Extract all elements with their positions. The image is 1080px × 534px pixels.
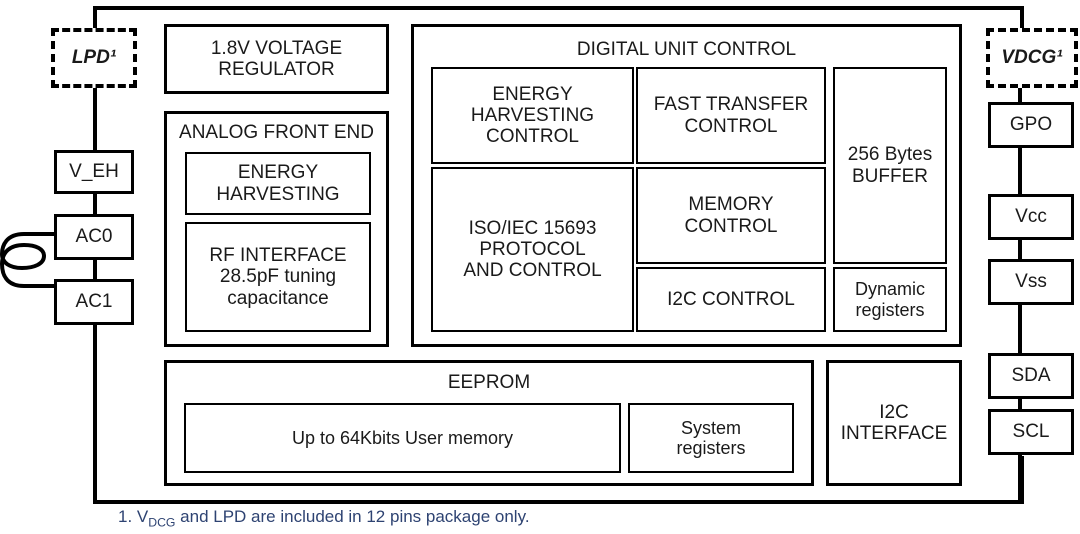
pin-vss-label: Vss [1015,271,1047,293]
wire-vss-to-sda [1018,304,1022,354]
analog-front-end-title: ANALOG FRONT END [179,122,374,143]
pin-ac0[interactable]: AC0 [54,214,134,260]
buffer-line-2: BUFFER [852,165,928,187]
block-dynamic-registers[interactable]: Dynamic registers [833,267,947,332]
iso-protocol-line-2: PROTOCOL [479,238,586,260]
pin-v-eh-label: V_EH [69,161,119,183]
block-buffer[interactable]: 256 Bytes BUFFER [833,67,947,264]
wire-scl-to-bottom [1018,454,1022,502]
pin-sda[interactable]: SDA [988,353,1074,399]
block-rf-interface[interactable]: RF INTERFACE 28.5pF tuning capacitance [185,222,371,332]
rf-interface-line-2: 28.5pF tuning [219,266,337,288]
block-i2c-interface[interactable]: I2C INTERFACE [826,360,962,486]
digital-unit-control-title: DIGITAL UNIT CONTROL [576,39,797,60]
energy-harvesting-line-1: ENERGY [237,162,319,184]
iso-protocol-line-3: AND CONTROL [463,260,602,282]
chip-boundary-right [1020,6,1024,36]
user-memory-label: Up to 64Kbits User memory [291,427,514,448]
rf-interface-line-1: RF INTERFACE [209,245,347,267]
energy-harvesting-control-line-2: HARVESTING [470,104,595,126]
group-digital-unit-control[interactable]: DIGITAL UNIT CONTROL ENERGY HARVESTING C… [411,24,962,347]
block-energy-harvesting-control[interactable]: ENERGY HARVESTING CONTROL [431,67,634,164]
rf-interface-line-3: capacitance [227,287,329,309]
pin-sda-label: SDA [1011,365,1051,387]
footnote-v: V [136,507,149,526]
block-memory-control[interactable]: MEMORY CONTROL [636,167,826,264]
antenna-coil-icon [0,232,60,288]
chip-boundary-bottom [93,500,1024,504]
eeprom-title: EEPROM [447,372,531,393]
dynamic-registers-line-1: Dynamic [854,279,925,300]
buffer-line-1: 256 Bytes [847,144,933,166]
chip-boundary-top [93,6,1024,10]
wire-veh-to-ac0 [93,192,97,214]
i2c-interface-line-2: INTERFACE [840,423,948,444]
block-fast-transfer-control[interactable]: FAST TRANSFER CONTROL [636,67,826,164]
chip-boundary-left-lower [93,326,97,504]
footnote-rest: and LPD are included in 12 pins package … [175,507,530,526]
group-eeprom[interactable]: EEPROM Up to 64Kbits User memory System … [164,360,814,486]
block-i2c-control[interactable]: I2C CONTROL [636,267,826,332]
wire-ac1-to-bottom [93,324,97,344]
block-voltage-regulator[interactable]: 1.8V VOLTAGE REGULATOR [164,24,389,94]
block-system-registers[interactable]: System registers [628,403,794,473]
pin-vdcg-label: VDCG¹ [1001,47,1063,69]
block-iso-protocol-control[interactable]: ISO/IEC 15693 PROTOCOL AND CONTROL [431,167,634,332]
block-energy-harvesting[interactable]: ENERGY HARVESTING [185,152,371,215]
pin-gpo-label: GPO [1009,114,1053,136]
wire-ac0-to-ac1 [93,258,97,280]
wire-sda-to-scl [1018,398,1022,410]
pin-vdcg[interactable]: VDCG¹ [986,28,1078,88]
dynamic-registers-line-2: registers [855,299,925,320]
pin-vcc-label: Vcc [1015,206,1047,228]
energy-harvesting-control-line-3: CONTROL [486,126,579,148]
energy-harvesting-control-line-1: ENERGY [492,83,573,105]
i2c-interface-line-1: I2C [879,401,909,423]
pin-vcc[interactable]: Vcc [988,194,1074,240]
energy-harvesting-line-2: HARVESTING [216,183,340,205]
pin-scl[interactable]: SCL [988,409,1074,455]
pin-scl-label: SCL [1012,421,1050,443]
fast-transfer-control-line-2: CONTROL [684,115,778,137]
memory-control-line-1: MEMORY [688,194,774,216]
memory-control-line-2: CONTROL [684,215,778,237]
voltage-regulator-line-2: REGULATOR [218,59,335,80]
system-registers-line-2: registers [676,438,746,458]
wire-vdcg-to-gpo [1018,88,1022,104]
pin-vss[interactable]: Vss [988,259,1074,305]
wire-lpd-to-veh [93,88,97,152]
fast-transfer-control-line-1: FAST TRANSFER [653,94,809,116]
iso-protocol-line-1: ISO/IEC 15693 [468,217,597,239]
pin-ac1-label: AC1 [75,291,113,313]
pin-v-eh[interactable]: V_EH [54,150,134,194]
footnote: 1. VDCG and LPD are included in 12 pins … [118,507,530,529]
pin-gpo[interactable]: GPO [988,102,1074,148]
pin-lpd[interactable]: LPD¹ [51,28,137,88]
pin-ac0-label: AC0 [75,226,113,248]
block-user-memory[interactable]: Up to 64Kbits User memory [184,403,621,473]
system-registers-line-1: System [680,417,741,438]
i2c-control-label: I2C CONTROL [667,288,795,310]
pin-ac1[interactable]: AC1 [54,279,134,325]
chip-boundary-right-lower [1020,456,1024,504]
footnote-subscript: DCG [148,515,176,530]
footnote-number: 1. [118,507,133,526]
wire-vcc-to-vss [1018,240,1022,260]
pin-lpd-label: LPD¹ [71,47,117,69]
chip-boundary-left [93,6,97,36]
voltage-regulator-line-1: 1.8V VOLTAGE [210,37,343,59]
group-analog-front-end[interactable]: ANALOG FRONT END ENERGY HARVESTING RF IN… [164,111,389,347]
wire-gpo-to-vcc [1018,146,1022,196]
